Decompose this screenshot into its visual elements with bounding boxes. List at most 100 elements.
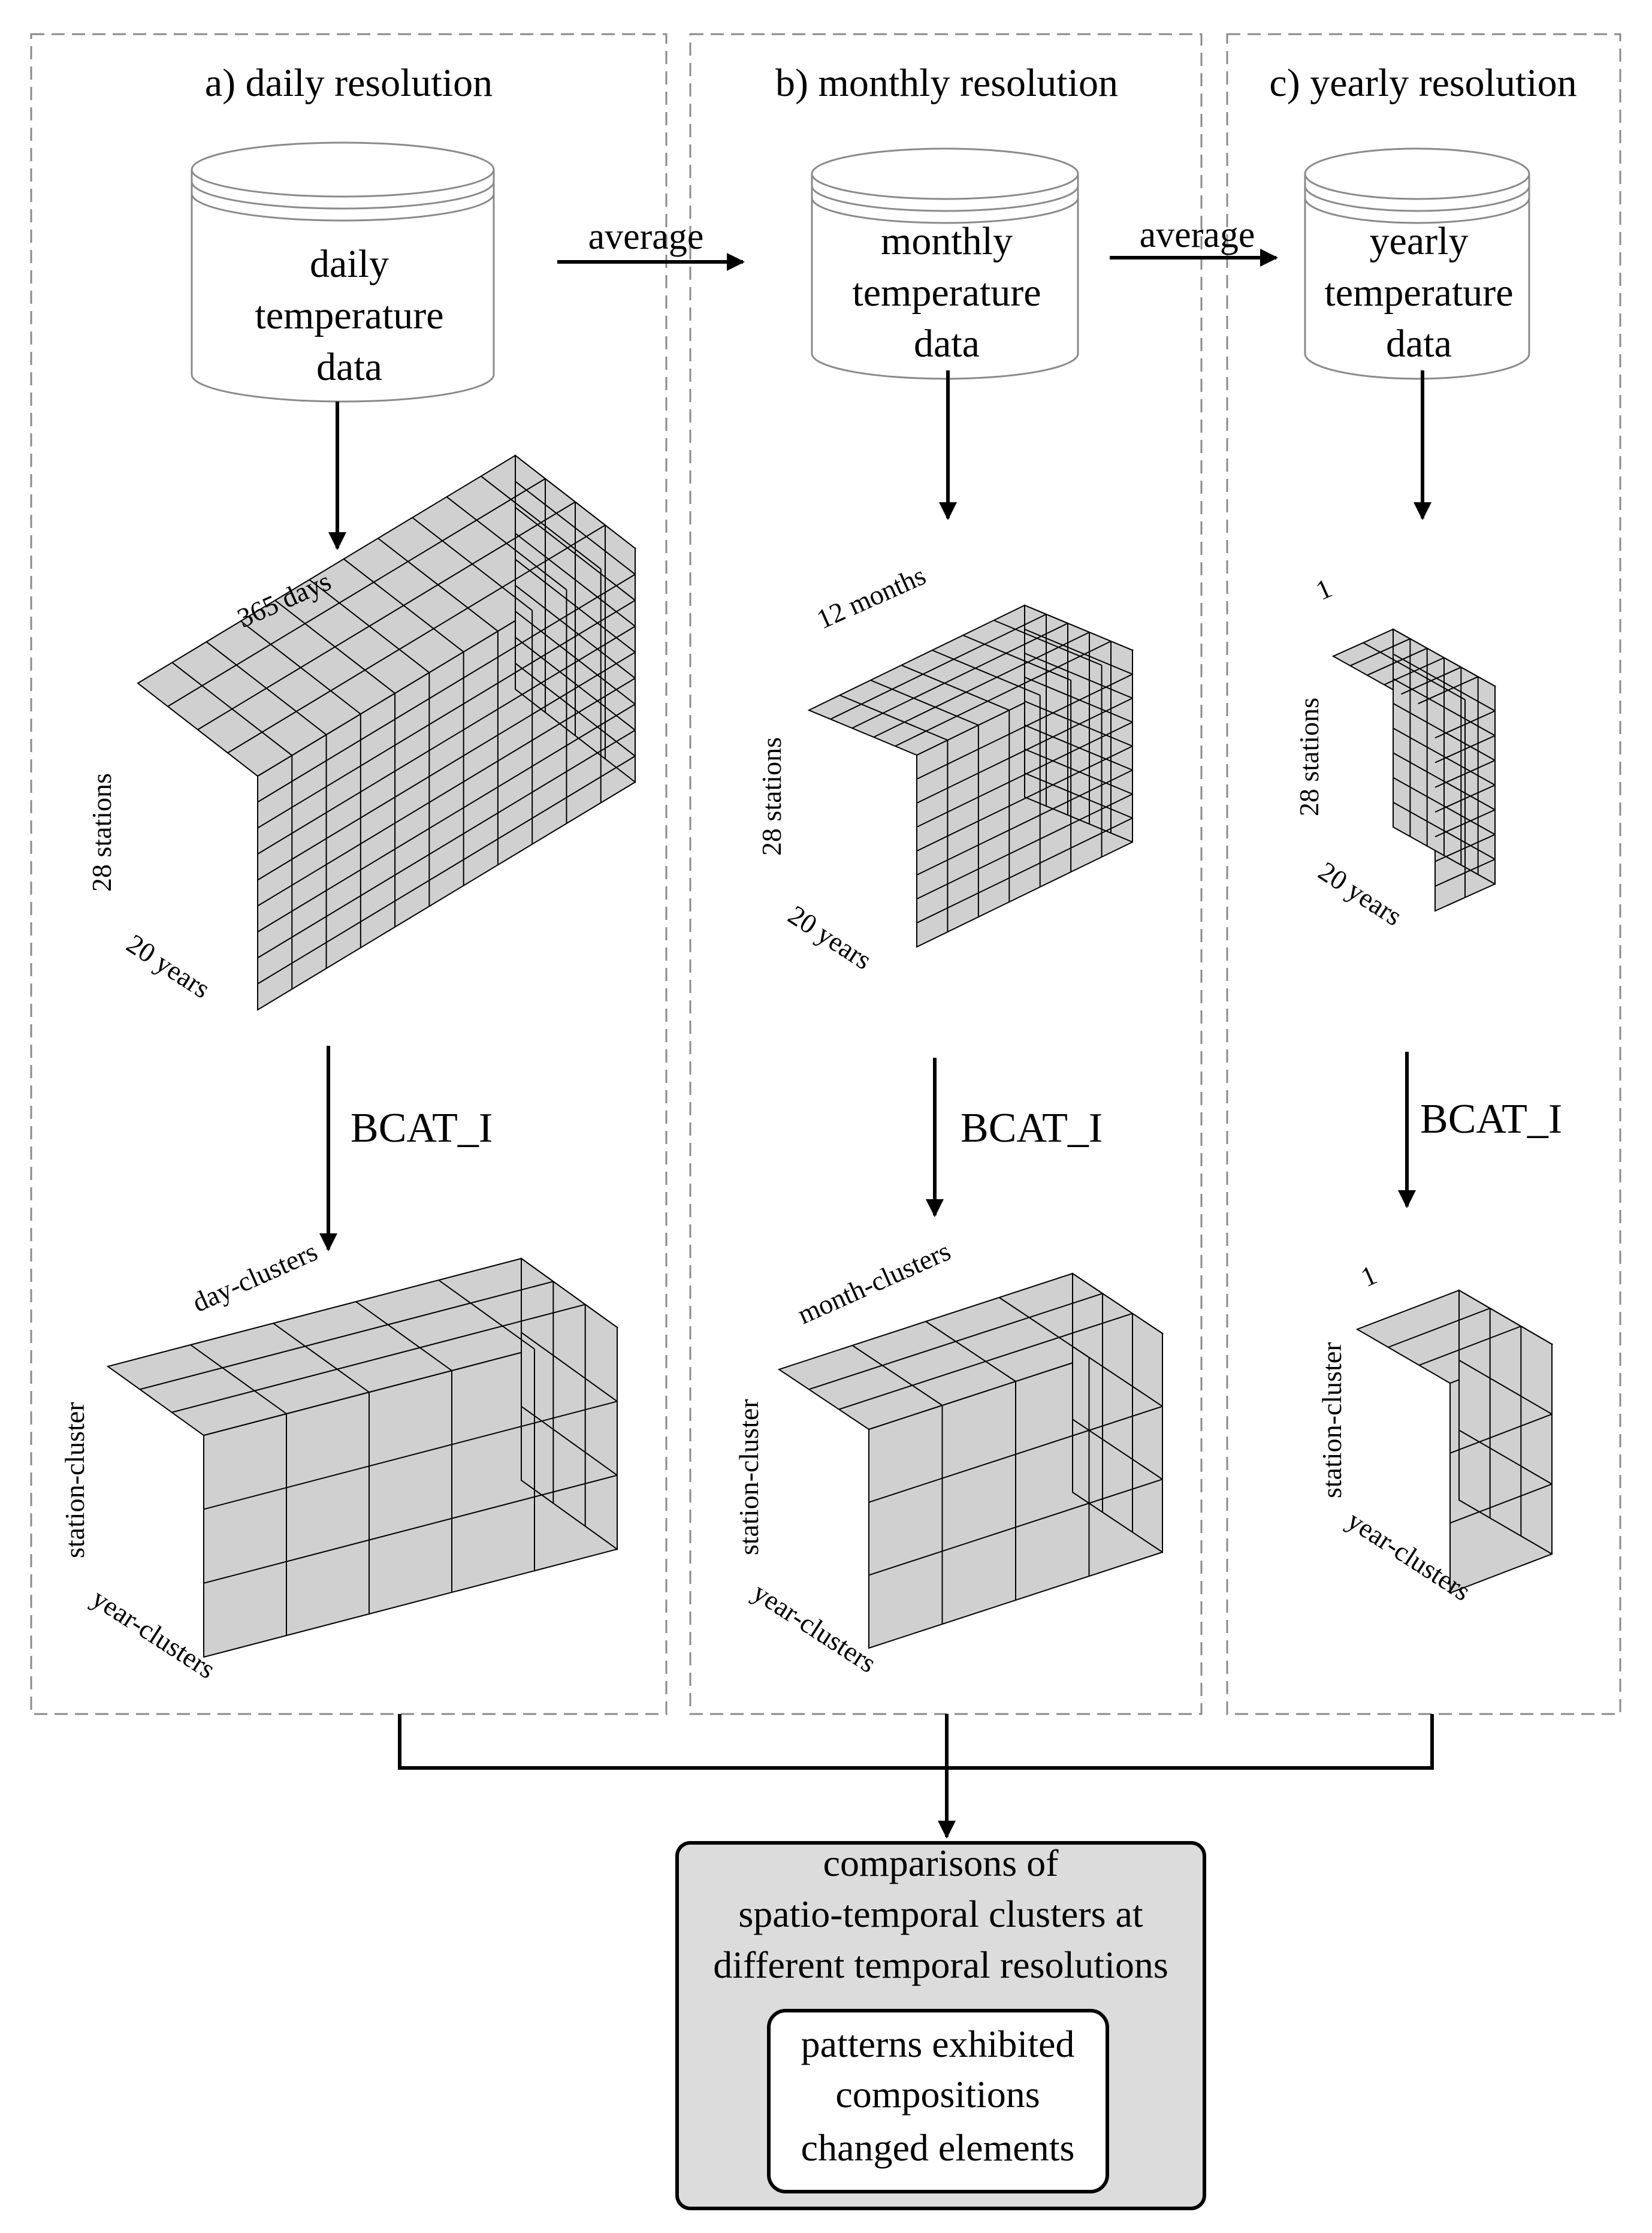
cube-grid-line xyxy=(1072,1345,1163,1407)
yearly-db-line-3: data xyxy=(1386,322,1452,366)
cube-grid-line xyxy=(1024,701,1133,747)
result-line-1: comparisons of xyxy=(823,1842,1059,1884)
daily-temperature-database: daily temperature data xyxy=(191,141,495,403)
cube-grid-line xyxy=(916,817,1133,924)
cube-grid-line xyxy=(257,704,636,933)
monthly-months-label: 12 months xyxy=(812,560,930,635)
cube-grid-line xyxy=(257,574,636,803)
cube-grid-line xyxy=(916,698,1133,804)
result-line-2: spatio-temporal clusters at xyxy=(738,1893,1143,1935)
cube-grid-line xyxy=(916,722,1133,828)
cube-grid-line xyxy=(515,584,636,679)
result-inner-box xyxy=(767,2009,1109,2193)
cube-grid-line xyxy=(839,695,948,741)
result-inner-line-2: compositions xyxy=(835,2073,1040,2116)
result-line-3: different temporal resolutions xyxy=(713,1944,1168,1986)
cube-grid-line xyxy=(515,611,636,705)
cube-grid-line xyxy=(257,677,636,907)
monthly-years-label: 20 years xyxy=(783,900,877,976)
daily-year-clusters-label: year-clusters xyxy=(87,1583,221,1685)
cube-grid-line xyxy=(1393,653,1496,712)
cube-grid-line xyxy=(1458,1429,1553,1485)
cube-grid-line xyxy=(1388,1308,1491,1348)
cube-grid-line xyxy=(1434,784,1496,813)
cube-grid-line xyxy=(515,559,636,653)
cube-grid-line xyxy=(830,614,1047,720)
cube-grid-line xyxy=(1367,647,1428,676)
cube-grid-line xyxy=(1024,629,1133,675)
panel-a-title: a) daily resolution xyxy=(205,61,493,105)
cube-grid-line xyxy=(203,1401,618,1510)
cube-grid-line xyxy=(1434,809,1496,838)
cube-grid-line xyxy=(257,626,636,855)
cube-grid-line xyxy=(257,755,636,985)
daily-db-line-3: data xyxy=(316,345,382,389)
result-inner-line-1: patterns exhibited xyxy=(801,2023,1075,2065)
yearly-years-label: 20 years xyxy=(1313,856,1408,932)
average-label-2: average xyxy=(1140,215,1255,255)
cube-grid-line xyxy=(1393,801,1496,860)
yearly-stations-label: 28 stations xyxy=(1294,698,1324,816)
cube-grid-line xyxy=(515,662,636,757)
cube-grid-line xyxy=(515,481,636,575)
cube-grid-line xyxy=(916,746,1133,852)
cube-grid-line xyxy=(257,599,636,829)
cube-grid-line xyxy=(140,1281,554,1390)
cube-grid-line xyxy=(438,1280,535,1350)
bcat-label-c: BCAT_I xyxy=(1420,1096,1562,1142)
cube-grid-line xyxy=(1400,666,1461,695)
cube-grid-line xyxy=(870,680,979,726)
month-clusters-label: month-clusters xyxy=(793,1235,955,1330)
daily-station-cluster-label: station-cluster xyxy=(59,1402,90,1558)
yearly-temperature-database: yearly temperature data xyxy=(1304,147,1530,380)
monthly-db-line-3: data xyxy=(914,322,980,366)
daily-data-cube xyxy=(137,454,636,1011)
cube-grid-line xyxy=(916,793,1133,900)
merge-connector xyxy=(398,1714,1434,1770)
cube-grid-line xyxy=(851,1345,943,1406)
cube-grid-line xyxy=(868,1405,1163,1503)
cube-grid-line xyxy=(273,1323,370,1393)
bcat-label-b: BCAT_I xyxy=(961,1105,1103,1151)
cube-grid-line xyxy=(1458,1359,1553,1415)
cube-grid-line xyxy=(925,1321,1016,1382)
monthly-db-line-2: temperature xyxy=(852,271,1041,315)
cube-grid-line xyxy=(1024,725,1133,771)
cube-grid-line xyxy=(1434,710,1496,739)
cube-grid-line xyxy=(1393,702,1496,761)
cube-grid-line xyxy=(515,636,636,731)
cube-grid-line xyxy=(521,1405,618,1476)
cube-grid-line xyxy=(1434,858,1496,887)
day-clusters-label: day-clusters xyxy=(188,1236,322,1318)
cube-grid-line xyxy=(895,641,1112,747)
cube-grid-line xyxy=(916,674,1133,780)
monthly-stations-label: 28 stations xyxy=(756,737,787,856)
cube-grid-line xyxy=(521,1332,618,1402)
cube-grid-line xyxy=(355,1301,452,1371)
panel-c-title: c) yearly resolution xyxy=(1269,61,1577,105)
yearly-data-cube xyxy=(1331,628,1497,912)
yearly-cluster-cube xyxy=(1355,1289,1554,1594)
monthly-data-cube xyxy=(807,604,1134,948)
cube-grid-line xyxy=(171,1303,585,1413)
cube-grid-line xyxy=(873,632,1090,738)
cube-grid-line xyxy=(851,623,1068,729)
daily-stations-label: 28 stations xyxy=(86,773,117,892)
cube-grid-line xyxy=(1393,752,1496,811)
yearly-db-line-2: temperature xyxy=(1324,271,1513,315)
yearly-station-cluster-label: station-cluster xyxy=(1316,1342,1347,1498)
cube-grid-line xyxy=(257,729,636,959)
cube-grid-line xyxy=(1024,773,1133,819)
cube-grid-line xyxy=(1449,1413,1553,1454)
cube-grid-line xyxy=(868,1478,1163,1576)
cube-grid-line xyxy=(190,1344,287,1414)
cube-grid-line xyxy=(1434,759,1496,788)
cube-grid-line xyxy=(1449,1483,1553,1524)
cube-grid-line xyxy=(838,1312,1133,1410)
panel-a-border xyxy=(30,33,668,1715)
monthly-cluster-cube xyxy=(777,1272,1164,1649)
panel-c-border xyxy=(1226,33,1621,1715)
bcat-label-a: BCAT_I xyxy=(351,1105,493,1151)
monthly-station-cluster-label: station-cluster xyxy=(733,1399,764,1555)
